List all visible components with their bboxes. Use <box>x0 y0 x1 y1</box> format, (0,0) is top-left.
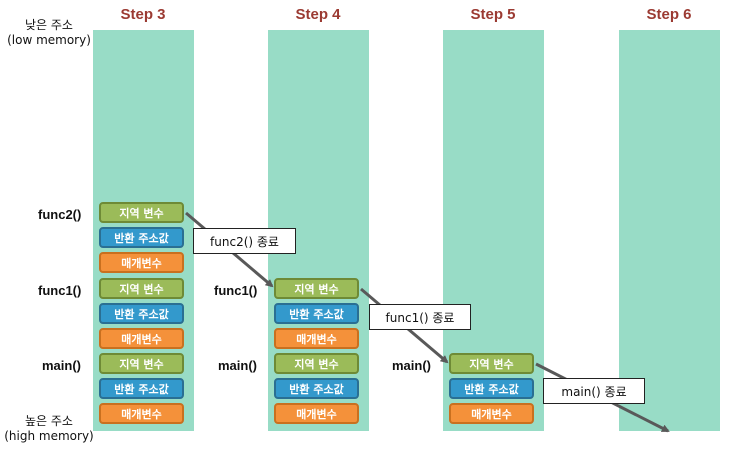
step4-func1-param: 매개변수 <box>274 328 359 349</box>
step3-func2-param: 매개변수 <box>99 252 184 273</box>
step3-func1-param: 매개변수 <box>99 328 184 349</box>
main-label-step4: main() <box>218 358 257 373</box>
step-title-4: Step 4 <box>295 6 341 23</box>
high-address-korean: 높은 주소 <box>25 414 73 428</box>
step-title-6: Step 6 <box>646 6 692 23</box>
step5-main-return: 반환 주소값 <box>449 378 534 399</box>
func2-label-step3: func2() <box>38 207 82 222</box>
step3-main-local: 지역 변수 <box>99 353 184 374</box>
func1-label-step3: func1() <box>38 283 82 298</box>
step3-func1-return: 반환 주소값 <box>99 303 184 324</box>
step3-func2-local: 지역 변수 <box>99 202 184 223</box>
step5-main-local: 지역 변수 <box>449 353 534 374</box>
main-label-step3: main() <box>42 358 81 373</box>
low-address-korean: 낮은 주소 <box>25 18 73 32</box>
step5-main-param: 매개변수 <box>449 403 534 424</box>
stack-column-step6 <box>619 30 720 431</box>
step3-main-param: 매개변수 <box>99 403 184 424</box>
step-title-5: Step 5 <box>470 6 516 23</box>
step4-main-param: 매개변수 <box>274 403 359 424</box>
low-address-english: (low memory) <box>7 33 91 47</box>
step4-main-return: 반환 주소값 <box>274 378 359 399</box>
step4-func1-local: 지역 변수 <box>274 278 359 299</box>
main-label-step5: main() <box>392 358 431 373</box>
step4-func1-return: 반환 주소값 <box>274 303 359 324</box>
step3-main-return: 반환 주소값 <box>99 378 184 399</box>
high-address-english: (high memory) <box>4 429 94 443</box>
main-end-callout: main() 종료 <box>543 378 645 404</box>
func2-end-callout: func2() 종료 <box>193 228 296 254</box>
step-title-3: Step 3 <box>120 6 166 23</box>
step3-func2-return: 반환 주소값 <box>99 227 184 248</box>
func1-end-callout: func1() 종료 <box>369 304 471 330</box>
low-address-label: 낮은 주소 (low memory) <box>2 18 96 48</box>
step4-main-local: 지역 변수 <box>274 353 359 374</box>
func1-label-step4: func1() <box>214 283 258 298</box>
step3-func1-local: 지역 변수 <box>99 278 184 299</box>
high-address-label: 높은 주소 (high memory) <box>0 414 98 444</box>
